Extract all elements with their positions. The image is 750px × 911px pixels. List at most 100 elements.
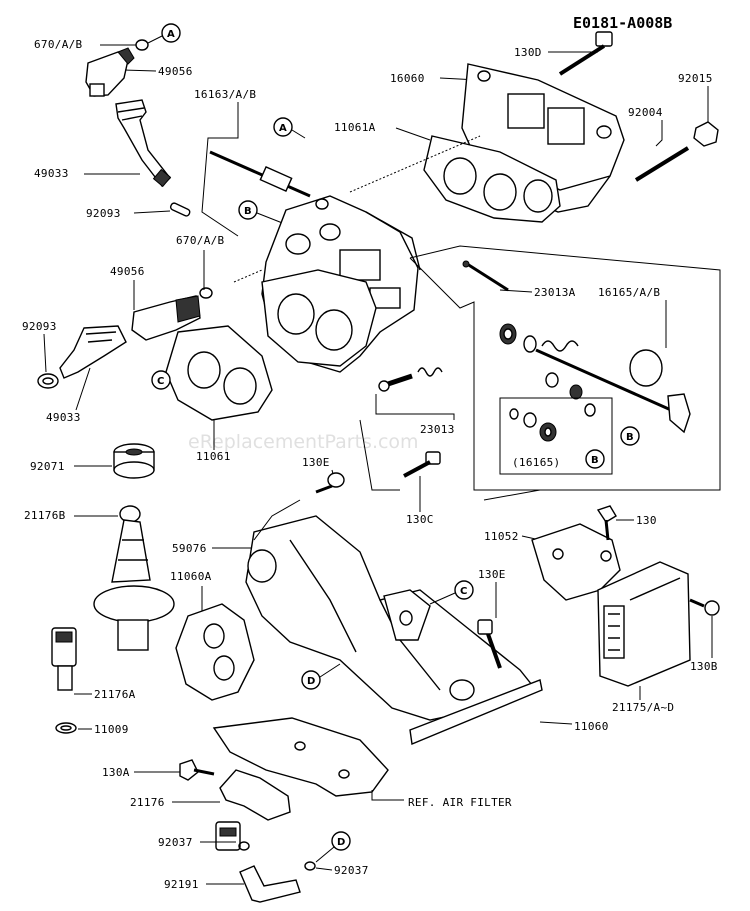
svg-text:D: D <box>337 837 345 848</box>
seal-ring-1[interactable] <box>499 323 517 345</box>
hose-92191[interactable] <box>239 865 301 903</box>
label-21176b: 21176B <box>24 509 66 522</box>
stud-92004[interactable] <box>634 146 690 182</box>
label-670-mid: 670/A/B <box>176 234 225 247</box>
o-ring-92093-top[interactable] <box>169 202 191 217</box>
callout-c-1: C <box>151 370 171 390</box>
o-ring-670-top[interactable] <box>135 39 149 51</box>
bolt-130a[interactable] <box>179 759 215 781</box>
label-23013: 23013 <box>420 423 455 436</box>
injector-49033-top[interactable] <box>115 99 172 188</box>
o-ring-670-mid[interactable] <box>199 287 213 299</box>
label-92015: 92015 <box>678 72 713 85</box>
bolt-130e-mid[interactable] <box>477 619 502 669</box>
label-670-top: 670/A/B <box>34 38 83 51</box>
bolt-130d[interactable] <box>558 31 613 76</box>
svg-text:C: C <box>157 376 164 387</box>
clip-92037-left[interactable] <box>238 841 250 851</box>
bolt-130c[interactable] <box>403 451 441 478</box>
clip-92037-right[interactable] <box>304 861 316 871</box>
label-11061a: 11061A <box>334 121 376 134</box>
label-11061: 11061 <box>196 450 231 463</box>
svg-text:A: A <box>279 123 287 134</box>
callout-d-2: D <box>315 831 351 863</box>
label-59076: 59076 <box>172 542 207 555</box>
gasket-11061[interactable] <box>165 325 273 421</box>
svg-text:B: B <box>244 206 252 217</box>
label-92093-top: 92093 <box>86 207 121 220</box>
label-49033-top: 49033 <box>34 167 69 180</box>
label-ref-air-filter: REF. AIR FILTER <box>408 796 512 809</box>
label-130d: 130D <box>514 46 542 59</box>
cap-92093-mid[interactable] <box>37 373 59 389</box>
sub-inset-box <box>499 397 613 475</box>
label-21176: 21176 <box>130 796 165 809</box>
label-92037-right: 92037 <box>334 864 369 877</box>
label-23013a: 23013A <box>534 286 576 299</box>
callout-a-1: A <box>147 23 181 44</box>
label-92004: 92004 <box>628 106 663 119</box>
label-49056-mid: 49056 <box>110 265 145 278</box>
grommet-92071[interactable] <box>113 443 155 479</box>
spring-1[interactable] <box>541 340 579 352</box>
injector-49033-mid[interactable] <box>59 325 127 379</box>
bolt-130b[interactable] <box>689 598 720 616</box>
svg-text:A: A <box>167 29 175 40</box>
label-16165-sub: (16165) <box>512 456 560 469</box>
bolt-130e-top[interactable] <box>315 472 345 494</box>
sub-seal-parts[interactable] <box>509 408 557 442</box>
callout-a-2: A <box>273 117 306 139</box>
svg-text:D: D <box>307 676 315 687</box>
label-16060: 16060 <box>390 72 425 85</box>
label-21175: 21175/A~D <box>612 701 674 714</box>
label-92191: 92191 <box>164 878 199 891</box>
label-92037-left: 92037 <box>158 836 193 849</box>
label-130b: 130B <box>690 660 718 673</box>
washer-11009[interactable] <box>55 722 77 734</box>
watermark: eReplacementParts.com <box>188 431 419 453</box>
label-130: 130 <box>636 514 657 527</box>
washer-set[interactable] <box>545 372 596 417</box>
label-92093-mid: 92093 <box>22 320 57 333</box>
bolt-130[interactable] <box>596 505 617 541</box>
throttle-shaft-16165[interactable] <box>535 348 691 434</box>
label-130a: 130A <box>102 766 130 779</box>
label-11060: 11060 <box>574 720 609 733</box>
label-49056-top: 49056 <box>158 65 193 78</box>
callout-b-1: B <box>238 200 291 227</box>
injector-holder-49056-mid[interactable] <box>131 295 201 341</box>
label-11060a: 11060A <box>170 570 212 583</box>
svg-text:C: C <box>460 586 467 597</box>
label-21176a: 21176A <box>94 688 136 701</box>
label-49033-mid: 49033 <box>46 411 81 424</box>
intake-manifold-11060[interactable] <box>245 515 543 745</box>
callout-d-1: D <box>301 663 341 690</box>
throttle-sensor-21176b[interactable] <box>93 505 175 651</box>
inset-box-outline <box>409 245 721 491</box>
label-11009: 11009 <box>94 723 129 736</box>
fuel-rail-shaft[interactable] <box>209 150 311 198</box>
gasket-11060a[interactable] <box>175 603 255 701</box>
diagram-code: E0181-A008B <box>573 14 672 32</box>
seal-ring-2[interactable] <box>523 335 537 353</box>
ecu-bracket-11052[interactable] <box>531 523 621 601</box>
ecu-21175[interactable] <box>597 561 691 687</box>
callout-c-2: C <box>429 580 474 605</box>
gasket-11061a[interactable] <box>423 135 561 223</box>
screw-23013[interactable] <box>378 367 443 392</box>
screw-23013a[interactable] <box>462 260 509 292</box>
label-130c: 130C <box>406 513 434 526</box>
label-130e-mid: 130E <box>478 568 506 581</box>
callout-b-3: B <box>585 449 605 469</box>
sensor-21176[interactable] <box>215 769 291 851</box>
label-92071: 92071 <box>30 460 65 473</box>
svg-text:B: B <box>626 432 634 443</box>
sensor-21176a[interactable] <box>51 627 77 691</box>
injector-holder-49056-top[interactable] <box>85 47 135 97</box>
svg-text:B: B <box>591 455 599 466</box>
throttle-gasket-plate[interactable] <box>261 269 377 367</box>
air-filter-bracket[interactable] <box>212 717 389 797</box>
nut-92015[interactable] <box>693 121 719 147</box>
